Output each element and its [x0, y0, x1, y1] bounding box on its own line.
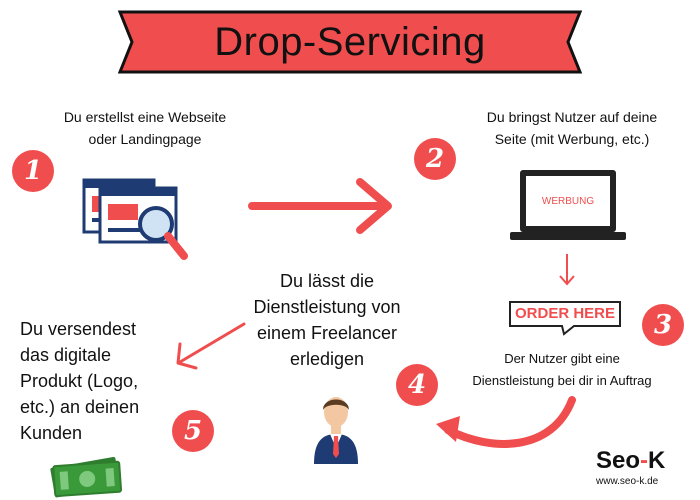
arrow-step3-to-step4 [436, 396, 576, 448]
arrow-step1-to-step2 [248, 178, 392, 234]
step-2-caption: Du bringst Nutzer auf deine Seite (mit W… [486, 109, 658, 147]
step-5-badge: 5 [172, 410, 214, 452]
logo-url: www.seo-k.de [596, 476, 659, 487]
freelancer-icon [314, 397, 358, 464]
step-5-caption: Du versendest das digitale Produkt (Logo… [20, 319, 140, 443]
laptop-icon: WERBUNG [510, 168, 626, 244]
step-3-caption: Der Nutzer gibt eine Dienstleistung bei … [472, 351, 652, 388]
step-1-caption: Du erstellst eine Webseite oder Landingp… [63, 109, 227, 147]
browser-search-icon [82, 178, 188, 260]
money-icon [50, 456, 123, 498]
seo-k-logo: Seo-K www.seo-k.de [596, 447, 686, 488]
laptop-ad-label: WERBUNG [541, 196, 595, 207]
step-3-badge: 3 [642, 304, 684, 346]
logo-brand: Seo-K [596, 447, 666, 474]
step-4-badge: 4 [396, 364, 438, 406]
order-here-label: ORDER HERE [514, 305, 615, 322]
arrow-step2-to-step3 [559, 254, 575, 286]
step-1-badge: 1 [12, 150, 54, 192]
step-2-badge: 2 [414, 138, 456, 180]
title-banner [117, 10, 583, 74]
arrow-step4-to-step5 [176, 322, 246, 370]
step-4-caption: Du lässt die Dienstleistung von einem Fr… [253, 271, 401, 369]
order-here-icon: ORDER HERE [506, 300, 624, 336]
page-title: Drop-Servicing [214, 19, 486, 64]
